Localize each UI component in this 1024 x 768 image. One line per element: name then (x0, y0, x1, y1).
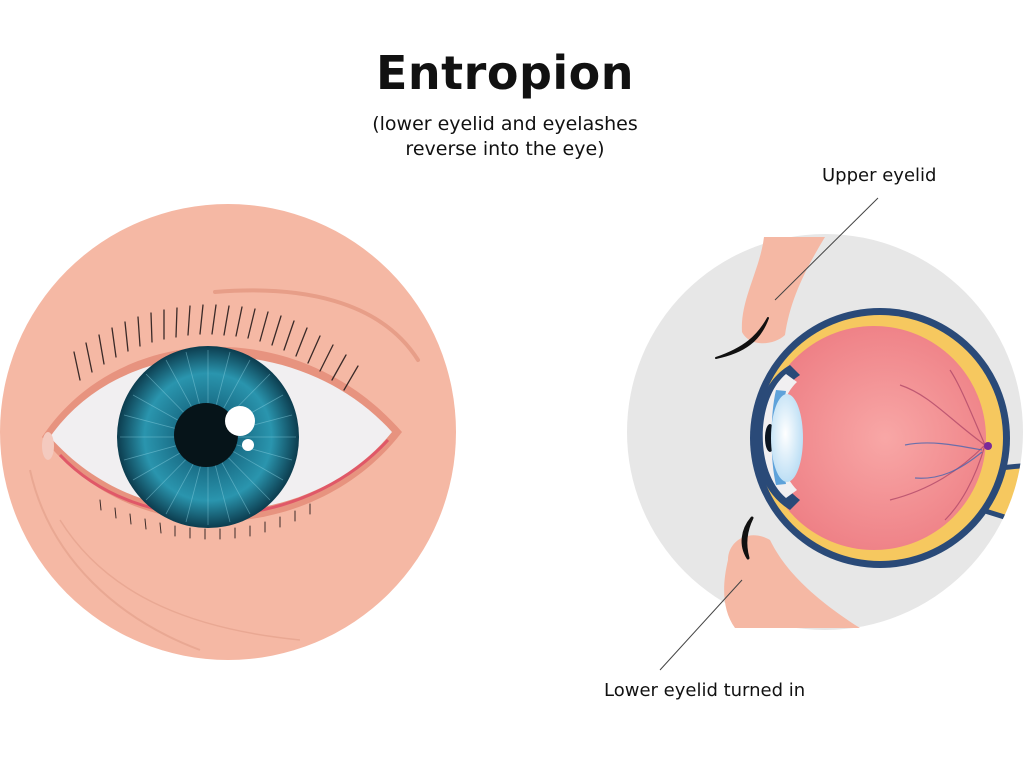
eye-front-view-illustration (0, 204, 456, 660)
eye-cross-section-illustration (627, 197, 1023, 671)
diagram-title: Entropion (376, 46, 634, 100)
retina (762, 326, 986, 550)
blood-vessels-blue (904, 442, 983, 479)
highlight-large (225, 406, 255, 436)
lower-eyelid-label: Lower eyelid turned in (604, 680, 806, 701)
lower-eyelash-turned-in (741, 516, 754, 560)
lower-eyelid (724, 535, 860, 628)
upper-eyelid-leader (774, 197, 879, 301)
upper-eyelashes (73, 304, 359, 391)
lower-eyelid-leader (659, 579, 743, 671)
upper-eyelid (741, 237, 825, 344)
optic-disc (984, 442, 992, 450)
blood-vessels (889, 369, 986, 521)
upper-eyelid-label: Upper eyelid (822, 165, 937, 186)
cornea-outer (754, 365, 800, 510)
brow-crease (213, 288, 420, 362)
inner-corner (42, 432, 54, 460)
skin-fold-2 (59, 519, 301, 641)
upper-eyelash (715, 317, 769, 359)
pupil (174, 403, 238, 467)
diagram-subtitle: (lower eyelid and eyelashes reverse into… (0, 112, 1010, 162)
cornea (762, 374, 797, 498)
subtitle-line-1: (lower eyelid and eyelashes (372, 113, 638, 135)
highlight-small (242, 439, 254, 451)
skin-fold-1 (29, 469, 201, 651)
subtitle-line-2: reverse into the eye) (405, 138, 605, 160)
lens (771, 394, 803, 482)
lower-eyelashes (99, 499, 311, 540)
